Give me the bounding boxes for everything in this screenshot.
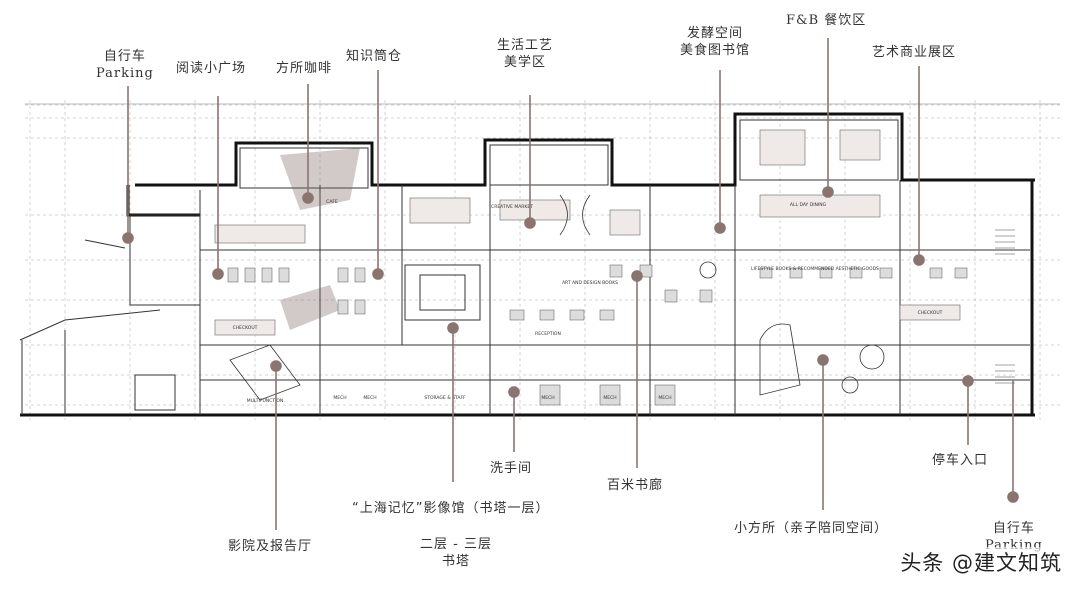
room-creative-market: CREATIVE MARKET [491,204,533,210]
room-lifestyle-books: LIFESTYLE BOOKS & RECOMMENDED AESTHETIC … [751,266,879,272]
label-fb-dining: F&B 餐饮区 [786,12,866,29]
label-art-zone: 艺术商业展区 [872,45,957,60]
label-corridor: 百米书廊 [607,478,664,493]
room-cafe: CAFE [326,199,338,205]
label-bike-parking-left: 自行车 Parking [96,48,154,82]
label-book-tower: 二层 - 三层 书塔 [420,536,492,570]
room-art-design-books: ART AND DESIGN BOOKS [562,280,618,286]
room-all-day-dining: ALL DAY DINING [790,202,827,208]
inner-walls [19,119,1030,415]
label-cafe: 方所咖啡 [276,61,333,76]
label-tower-line1: 二层 - 三层 [420,537,492,552]
room-mech-1: MECH [333,395,346,401]
label-parking-entry: 停车入口 [932,453,989,468]
room-text: CAFE CREATIVE MARKET ALL DAY DINING ART … [233,199,943,404]
room-storage: STORAGE & STAFF [424,395,466,401]
room-mech-4: MECH [603,395,616,401]
curved-elements [229,194,885,401]
tower-shading [280,148,360,330]
label-ferment-space: 发酵空间 美食图书馆 [680,25,750,59]
watermark: 头条 @建文知筑 [896,547,1066,577]
label-bike-right-cn: 自行车 [992,521,1035,536]
label-craft-line2: 美学区 [504,55,547,70]
label-fb-cn: 餐饮区 [824,13,867,28]
room-mech-3: MECH [541,395,554,401]
label-fb-en: F&B [786,13,820,28]
label-bike-left-cn: 自行车 [103,49,146,64]
room-checkout-right: CHECKOUT [918,310,943,316]
room-reception: RECEPTION [535,331,561,337]
room-multifunction: MULTIFUNCTION [247,398,284,404]
label-kids-space: 小方所（亲子陪同空间） [734,521,889,536]
furniture [227,264,968,406]
label-toilet: 洗手间 [490,461,533,476]
outer-walls [20,112,1035,417]
label-cinema: 影院及报告厅 [228,539,313,554]
grid-lines [25,100,1060,420]
room-mech-5: MECH [658,395,671,401]
label-craft-zone: 生活工艺 美学区 [497,37,553,71]
label-craft-line1: 生活工艺 [497,38,554,53]
label-tower-line2: 书塔 [441,554,470,569]
label-bike-left-en: Parking [96,66,154,81]
label-memory-hall: “上海记忆”影像馆（书塔一层） [352,501,550,516]
room-mech-2: MECH [363,395,376,401]
label-ferment-line1: 发酵空间 [687,26,744,41]
label-knowledge-silo: 知识筒仓 [346,49,403,64]
room-fills [214,129,961,336]
label-ferment-line2: 美食图书馆 [680,43,751,58]
stairs [995,229,1015,384]
label-reading-plaza: 阅读小广场 [176,61,247,76]
room-checkout-left: CHECKOUT [233,325,258,331]
leader-lines [122,38,1019,530]
